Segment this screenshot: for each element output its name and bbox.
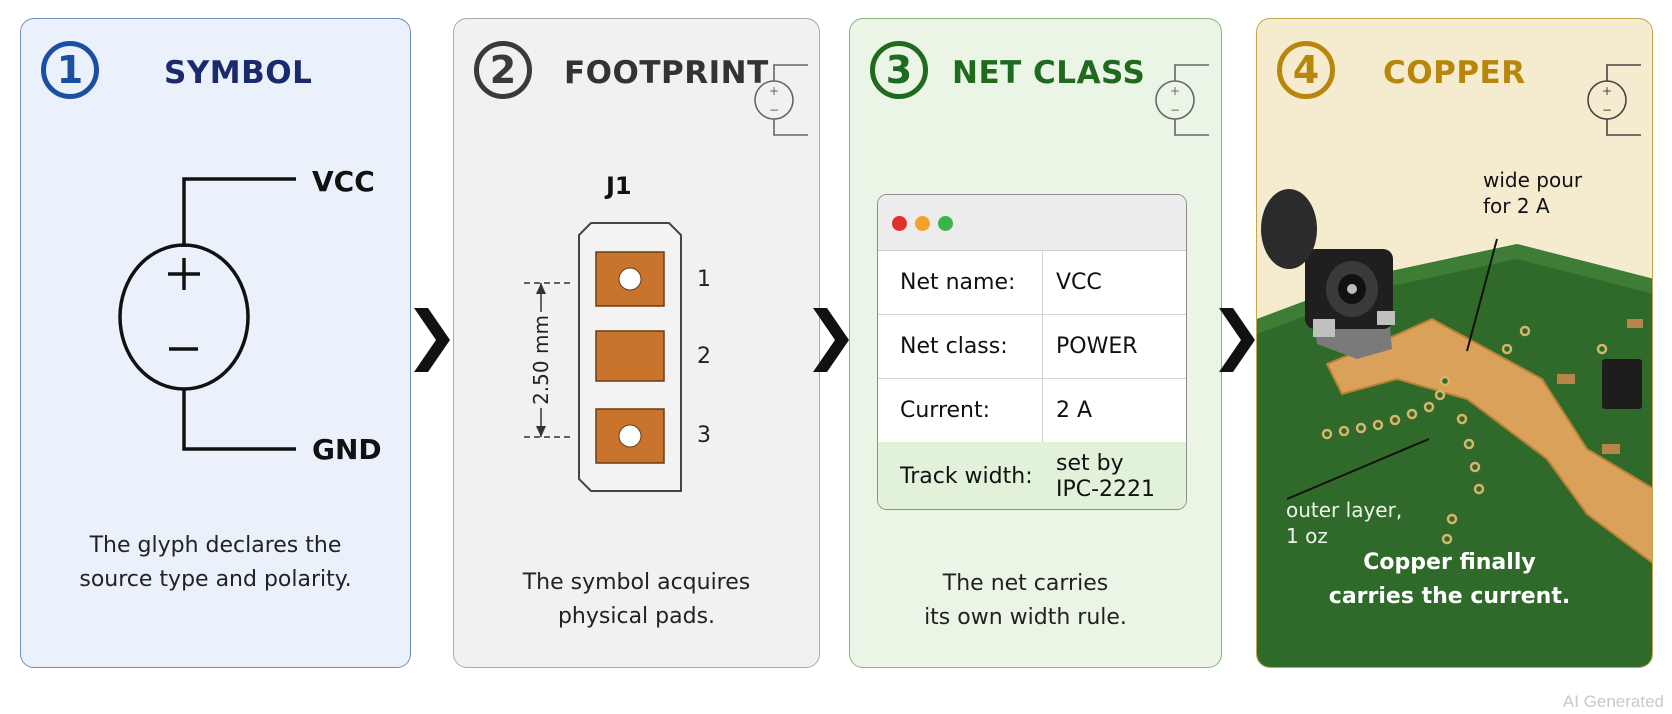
chevron-right-icon <box>813 308 849 372</box>
window-titlebar <box>878 195 1186 251</box>
caption-line: The symbol acquires <box>522 570 751 595</box>
gnd-wire <box>182 389 296 451</box>
chevron-right-icon <box>414 308 450 372</box>
mini-minus: − <box>769 103 779 117</box>
gnd-label: GND <box>312 433 382 466</box>
mini-plus: + <box>1170 84 1180 98</box>
row-key: Net class: <box>900 333 1008 359</box>
reference-designator: J1 <box>606 172 632 200</box>
barrel-jack <box>1261 189 1395 359</box>
row-key: Net name: <box>900 269 1016 295</box>
mini-minus: − <box>1602 103 1612 117</box>
pcb-photo <box>1257 189 1652 667</box>
table-row-highlight: Track width: set by IPC-2221 <box>878 442 1186 509</box>
minimize-dot[interactable] <box>915 216 930 231</box>
step-badge-2: 2 <box>474 41 532 99</box>
panel-title: NET CLASS <box>952 55 1146 91</box>
panel-title: SYMBOL <box>164 55 313 91</box>
footprint-panel: 2 FOOTPRINT + − J1 2.50 mm 1 2 3 The sym… <box>453 18 820 668</box>
pad-1-hole <box>618 267 642 291</box>
source-mini-icon: + − <box>1155 64 1209 136</box>
pin-label-1: 1 <box>697 267 711 292</box>
pin-label-2: 2 <box>697 344 711 369</box>
smd-part <box>1602 444 1620 454</box>
source-mini-icon: + − <box>1587 64 1641 136</box>
panel-caption: Copper finally carries the current. <box>1257 546 1652 614</box>
pour-leader-line <box>1466 238 1498 352</box>
chevron-right-icon <box>1219 308 1255 372</box>
caption-line: carries the current. <box>1328 584 1571 609</box>
table-row: Net class: POWER <box>878 314 1186 379</box>
copper-panel: 4 COPPER + − <box>1256 18 1653 668</box>
netclass-panel: 3 NET CLASS + − Net name: VCC Net class:… <box>849 18 1222 668</box>
vcc-label: VCC <box>312 165 375 198</box>
row-value: 2 A <box>1056 397 1093 423</box>
layer-leader-line <box>1286 438 1430 500</box>
table-row: Current: 2 A <box>878 378 1186 443</box>
caption-line: The glyph declares the <box>89 533 342 558</box>
pad-2 <box>595 330 665 382</box>
panel-title: COPPER <box>1383 55 1526 91</box>
symbol-panel: 1 SYMBOL VCC GND The glyph declares the … <box>20 18 411 668</box>
step-badge-1: 1 <box>41 41 99 99</box>
watermark: AI Generated <box>1562 692 1664 711</box>
caption-line: physical pads. <box>557 604 716 629</box>
row-value: POWER <box>1056 333 1138 359</box>
row-key: Track width: <box>900 464 1033 489</box>
smd-part <box>1627 319 1643 328</box>
via-row <box>1321 325 1608 545</box>
mini-plus: + <box>769 84 779 98</box>
caption-line: source type and polarity. <box>79 567 352 592</box>
row-value: VCC <box>1056 269 1102 295</box>
panel-caption: The net carries its own width rule. <box>850 567 1221 635</box>
voltage-source-symbol <box>118 177 296 451</box>
table-row: Net name: VCC <box>878 250 1186 315</box>
row-key: Current: <box>900 397 991 423</box>
maximize-dot[interactable] <box>938 216 953 231</box>
panel-caption: The symbol acquires physical pads. <box>454 566 819 634</box>
pour-callout: wide pour for 2 A <box>1483 168 1583 218</box>
caption-line: its own width rule. <box>924 605 1127 630</box>
step-badge-3: 3 <box>870 41 928 99</box>
footprint-drawing <box>524 222 682 492</box>
pad-3-hole <box>618 424 642 448</box>
source-mini-icon: + − <box>754 64 808 136</box>
ic-chip <box>1602 359 1642 409</box>
mini-plus: + <box>1602 84 1612 98</box>
copper-trace <box>1325 317 1652 564</box>
layer-callout: outer layer, 1 oz <box>1286 498 1403 548</box>
row-value: set by IPC-2221 <box>1056 450 1156 502</box>
close-dot[interactable] <box>892 216 907 231</box>
panel-title: FOOTPRINT <box>564 55 769 91</box>
step-badge-4: 4 <box>1277 41 1335 99</box>
mini-minus: − <box>1170 103 1180 117</box>
pin-label-3: 3 <box>697 423 711 448</box>
pitch-dimension-label: 2.50 mm <box>529 312 553 408</box>
panel-caption: The glyph declares the source type and p… <box>21 529 410 597</box>
smd-part <box>1557 374 1575 384</box>
vcc-wire <box>182 177 296 247</box>
caption-line: Copper finally <box>1363 550 1536 575</box>
netclass-window: Net name: VCC Net class: POWER Current: … <box>877 194 1187 510</box>
caption-line: The net carries <box>942 571 1109 596</box>
